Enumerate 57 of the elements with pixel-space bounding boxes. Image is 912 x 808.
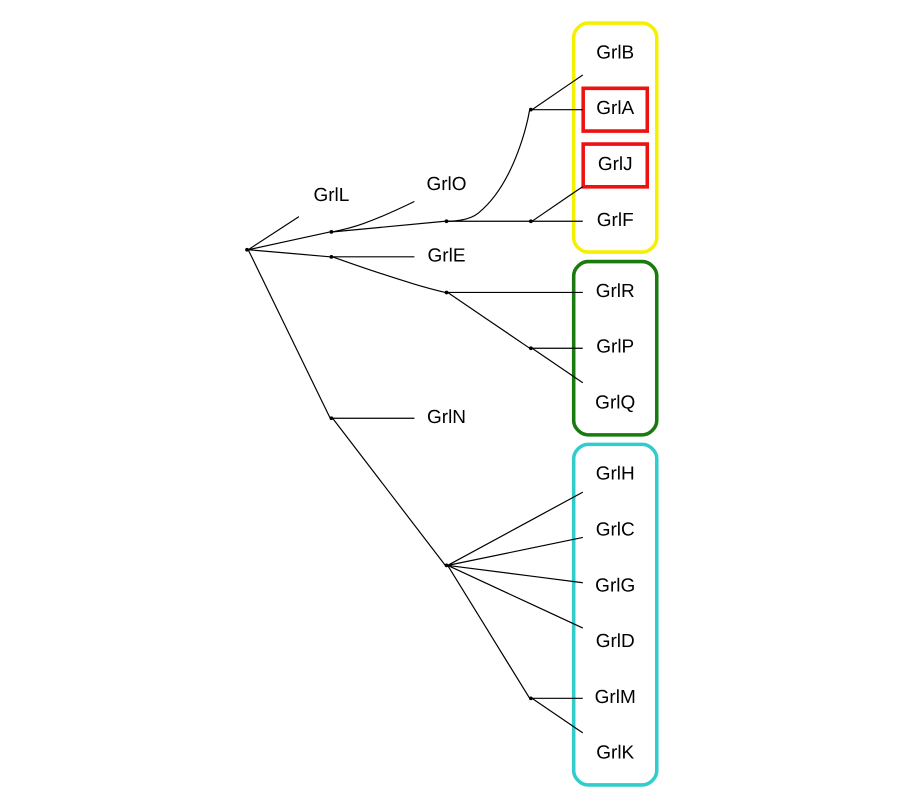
node-text: GrlO bbox=[426, 174, 467, 196]
connector bbox=[332, 256, 446, 293]
node-text: GrlC bbox=[596, 519, 635, 540]
node-text: GrlM bbox=[594, 686, 636, 708]
node-text: GrlH bbox=[596, 464, 635, 485]
node-point bbox=[330, 254, 334, 259]
connector bbox=[448, 110, 530, 222]
connector bbox=[248, 231, 330, 250]
node-text: GrlR bbox=[596, 280, 635, 302]
node-point bbox=[528, 219, 533, 224]
connector bbox=[448, 564, 583, 584]
connector bbox=[448, 292, 583, 294]
node-text: GrlF bbox=[596, 210, 634, 231]
node-point bbox=[245, 248, 249, 252]
connector bbox=[532, 109, 583, 110]
connector bbox=[332, 418, 414, 419]
connector bbox=[532, 220, 583, 222]
connector bbox=[532, 186, 584, 222]
node-text: GrlB bbox=[596, 42, 634, 64]
cluster bbox=[572, 442, 659, 787]
connector bbox=[248, 249, 330, 258]
node-point bbox=[528, 346, 533, 350]
node-text: GrlN bbox=[427, 406, 466, 428]
connector bbox=[532, 74, 584, 110]
connector bbox=[332, 418, 446, 566]
connector bbox=[248, 250, 330, 418]
connector bbox=[532, 348, 584, 384]
node-box: GrlJ bbox=[581, 142, 650, 189]
node-point bbox=[330, 230, 334, 234]
cluster bbox=[572, 21, 659, 254]
node-text: GrlG bbox=[595, 575, 636, 596]
node-point bbox=[444, 219, 448, 224]
connector bbox=[532, 698, 583, 699]
node-text: GrlK bbox=[596, 742, 634, 764]
connector bbox=[447, 565, 530, 698]
node-point bbox=[330, 416, 334, 420]
cluster bbox=[572, 260, 659, 437]
connector bbox=[448, 220, 530, 222]
connector bbox=[448, 564, 584, 629]
node-text: GrlD bbox=[596, 631, 635, 652]
node-point bbox=[528, 108, 533, 112]
node-text: GrlQ bbox=[595, 392, 636, 414]
node-text: GrlL bbox=[313, 184, 350, 206]
node-point bbox=[444, 290, 448, 294]
node-text: GrlP bbox=[596, 336, 634, 358]
connector bbox=[332, 220, 446, 232]
connector bbox=[332, 200, 415, 232]
node-point bbox=[444, 564, 448, 568]
connector bbox=[332, 256, 414, 258]
connector bbox=[532, 348, 583, 349]
node-point bbox=[528, 696, 533, 700]
connector bbox=[448, 292, 530, 349]
node-text: GrlE bbox=[428, 245, 466, 266]
connector bbox=[448, 492, 584, 566]
node-box: GrlA bbox=[581, 86, 650, 133]
connector bbox=[532, 698, 584, 734]
connector bbox=[248, 216, 300, 250]
